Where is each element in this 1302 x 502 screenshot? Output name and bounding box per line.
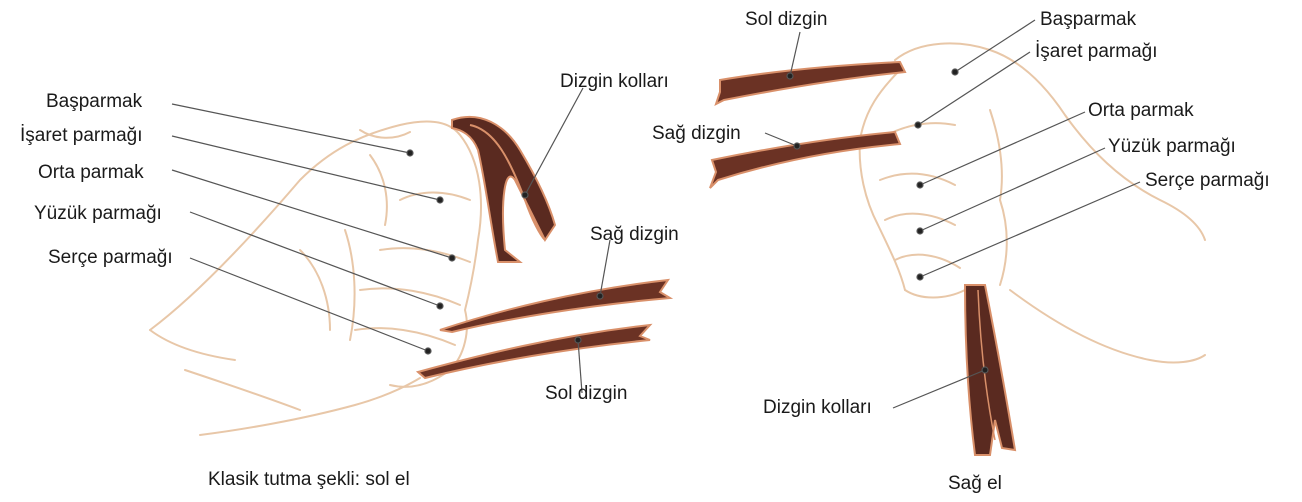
left-hand-illustration bbox=[150, 122, 481, 435]
label-right-ring: Yüzük parmağı bbox=[1108, 137, 1236, 156]
label-right-middle: Orta parmak bbox=[1088, 101, 1194, 120]
label-right-right-rein: Sağ dizgin bbox=[652, 124, 741, 143]
label-left-rein-arms: Dizgin kolları bbox=[560, 72, 669, 91]
label-left-middle: Orta parmak bbox=[38, 163, 144, 182]
label-left-right-rein: Sağ dizgin bbox=[590, 225, 679, 244]
caption-left: Klasik tutma şekli: sol el bbox=[208, 470, 410, 489]
label-right-thumb: Başparmak bbox=[1040, 10, 1136, 29]
label-left-left-rein: Sol dizgin bbox=[545, 384, 627, 403]
label-left-thumb: Başparmak bbox=[46, 92, 142, 111]
right-hand-illustration bbox=[860, 43, 1205, 362]
label-right-rein-arms: Dizgin kolları bbox=[763, 398, 872, 417]
label-left-little: Serçe parmağı bbox=[48, 248, 173, 267]
left-hand-rein-arms bbox=[452, 117, 555, 262]
label-right-little: Serçe parmağı bbox=[1145, 171, 1270, 190]
left-hand-left-rein bbox=[418, 325, 650, 378]
label-left-ring: Yüzük parmağı bbox=[34, 204, 162, 223]
left-hand-right-rein bbox=[440, 280, 670, 332]
label-right-left-rein: Sol dizgin bbox=[745, 10, 827, 29]
caption-right: Sağ el bbox=[948, 474, 1002, 493]
label-right-index: İşaret parmağı bbox=[1035, 42, 1158, 61]
label-left-index: İşaret parmağı bbox=[20, 126, 143, 145]
right-hand-rein-arms bbox=[965, 285, 1015, 455]
